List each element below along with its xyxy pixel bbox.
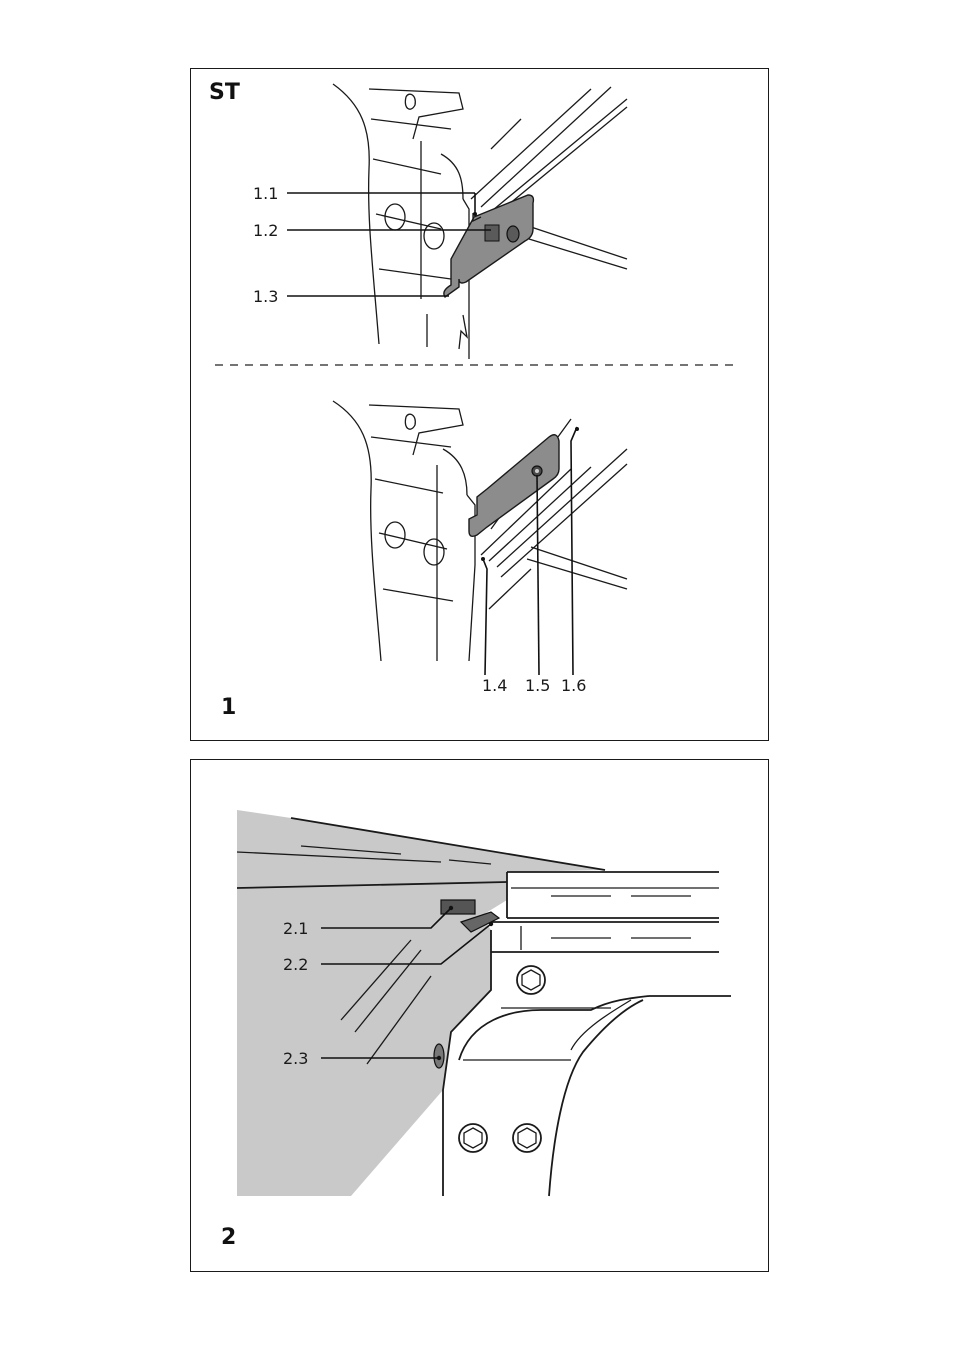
callout-1-4: 1.4 xyxy=(482,676,507,695)
cabinet-detail-illustration xyxy=(237,810,731,1196)
callout-1-2: 1.2 xyxy=(253,221,278,240)
callout-1-5: 1.5 xyxy=(525,676,550,695)
callout-2-1: 2.1 xyxy=(283,919,308,938)
callout-1-1: 1.1 xyxy=(253,184,278,203)
figure-1-drawing: ST xyxy=(191,69,770,742)
upper-assembly-illustration xyxy=(333,84,627,359)
callout-1-6: 1.6 xyxy=(561,676,586,695)
figure-number-1: 1 xyxy=(221,695,236,720)
lower-assembly-illustration xyxy=(333,401,627,661)
variant-label: ST xyxy=(209,80,240,105)
callout-2-3: 2.3 xyxy=(283,1049,308,1068)
figure-number-2: 2 xyxy=(221,1225,236,1250)
figure-2-panel: 2.1 2.2 2.3 2 xyxy=(190,759,769,1272)
callout-2-2: 2.2 xyxy=(283,955,308,974)
figure-1-panel: ST xyxy=(190,68,769,741)
figure-2-drawing: 2.1 2.2 2.3 2 xyxy=(191,760,770,1273)
callout-1-3: 1.3 xyxy=(253,287,278,306)
